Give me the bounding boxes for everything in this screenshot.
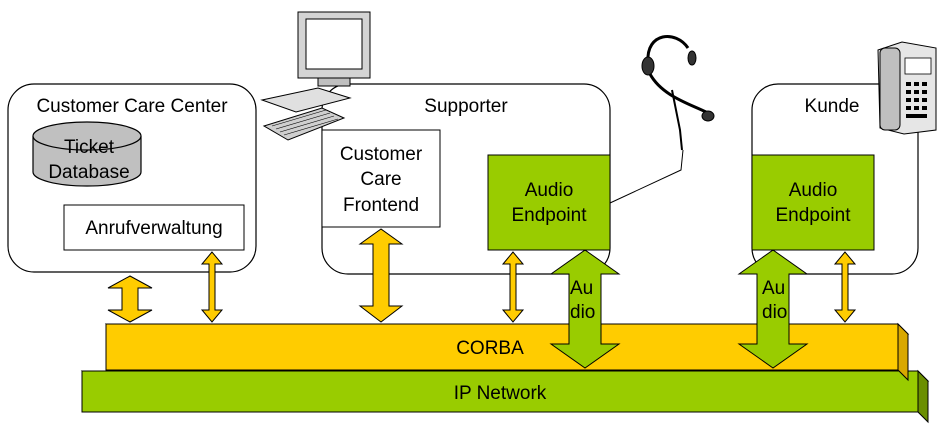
computer-workstation-icon <box>260 11 371 141</box>
corba-label: CORBA <box>456 338 524 359</box>
call-management-box: Anrufverwaltung <box>63 204 245 251</box>
frontend-label-line2: Care <box>360 169 401 190</box>
database-label-line1: Ticket <box>64 137 115 158</box>
desk-telephone-icon <box>877 41 937 135</box>
audio-endpoint-kunde: Audio Endpoint <box>751 154 875 251</box>
audio-endpoint-kunde-line1: Audio <box>789 180 838 201</box>
audio-endpoint-supporter: Audio Endpoint <box>487 154 611 251</box>
audio-endpoint-supporter-line2: Endpoint <box>511 205 587 226</box>
audio-endpoint-kunde-line2: Endpoint <box>775 205 851 226</box>
ticket-database: Ticket Database <box>32 121 142 187</box>
audio-arrow-supporter-label1: Au <box>570 278 593 299</box>
audio-arrow-supporter: Au dio <box>549 249 621 369</box>
ip-network-label: IP Network <box>454 383 547 404</box>
audio-arrow-kunde: Au dio <box>737 249 809 369</box>
audio-arrow-supporter-label2: dio <box>570 302 595 323</box>
audio-arrow-kunde-label2: dio <box>762 302 787 323</box>
arrow-care-center-corba <box>107 275 153 323</box>
kunde-title: Kunde <box>805 96 860 117</box>
corba-arrows <box>107 228 857 323</box>
call-management-label: Anrufverwaltung <box>85 218 222 239</box>
arrow-call-management-corba <box>200 251 224 323</box>
audio-arrow-kunde-label1: Au <box>762 278 785 299</box>
customer-care-frontend-box: Customer Care Frontend <box>321 129 441 228</box>
ip-network-bar: IP Network <box>80 369 930 424</box>
audio-endpoint-supporter-line1: Audio <box>525 180 574 201</box>
arrow-supporter-endpoint-corba <box>501 251 525 323</box>
frontend-label-line3: Frontend <box>343 195 419 216</box>
arrow-kunde-endpoint-corba <box>833 251 857 323</box>
headset-cable <box>609 149 684 204</box>
arrow-frontend-corba <box>358 228 404 323</box>
headset-icon <box>641 35 715 151</box>
frontend-label-line1: Customer <box>340 144 423 165</box>
database-label-line2: Database <box>48 162 129 183</box>
supporter-title: Supporter <box>424 96 508 117</box>
customer-care-center-title: Customer Care Center <box>36 96 228 117</box>
